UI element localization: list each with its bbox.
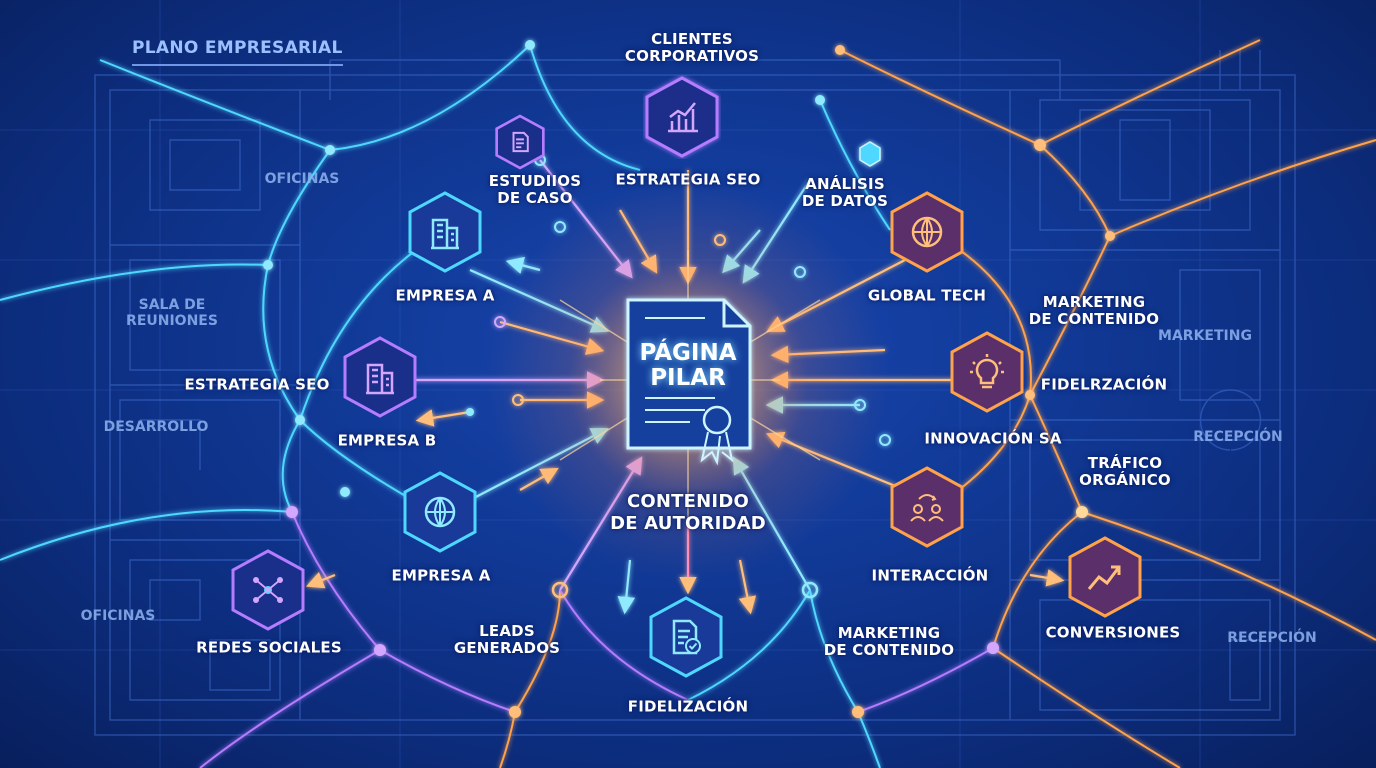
network-nodes (263, 40, 1115, 718)
lightbulb-icon (970, 354, 1004, 389)
hex-network (229, 548, 307, 632)
room-desarrollo: DESARROLLO (103, 419, 209, 435)
trend-up-icon (1087, 565, 1121, 590)
authority-content-label: CONTENIDO DE AUTORIDAD (610, 491, 766, 534)
checklist-icon (672, 619, 701, 655)
label-leads-generados: LEADS GENERADOS (453, 622, 561, 657)
room-oficinas-bottom: OFICINAS (80, 608, 156, 624)
hex-globe-orange (888, 190, 966, 274)
label-clientes-corporativos: CLIENTES CORPORATIVOS (624, 30, 760, 65)
label-redes-sociales: REDES SOCIALES (196, 638, 342, 657)
hex-building-2 (341, 335, 419, 419)
label-analisis-de-datos: ANÁLISIS DE DATOS (801, 175, 889, 210)
label-marketing-de-contenido-top: MARKETING DE CONTENIDO (1028, 293, 1160, 328)
web-lines (0, 39, 1376, 768)
room-oficinas-top: OFICINAS (264, 171, 340, 187)
building-icon (366, 363, 394, 395)
label-estrategia-seo-left: ESTRATEGIA SEO (184, 375, 330, 394)
label-estrategia-seo-top: ESTRATEGIA SEO (615, 170, 761, 189)
diagram-title: PLANO EMPRESARIAL (132, 38, 343, 66)
label-empresa-a-top: EMPRESA A (395, 286, 495, 305)
label-interaccion: INTERACCIÓN (871, 566, 989, 585)
hex-globe-blue (401, 470, 479, 554)
globe-icon (424, 496, 456, 528)
hex-chart (643, 75, 721, 159)
label-global-tech: GLOBAL TECH (867, 286, 987, 305)
label-innovacion-sa: INNOVACIÓN SA (924, 429, 1062, 448)
room-marketing: MARKETING (1158, 328, 1252, 344)
hex-people (888, 465, 966, 549)
network-icon (253, 577, 283, 603)
label-empresa-b: EMPRESA B (337, 431, 437, 450)
room-recepcion-bottom: RECEPCIÓN (1227, 630, 1317, 646)
label-trafico-organico: TRÁFICO ORGÁNICO (1079, 454, 1171, 489)
document-icon (512, 131, 529, 153)
hex-lightbulb (948, 330, 1026, 414)
label-empresa-a-bottom: EMPRESA A (391, 566, 491, 585)
hex-trend (1066, 535, 1144, 619)
label-conversiones: CONVERSIONES (1045, 623, 1181, 642)
label-fidelrzacion: FIDELRZACIÓN (1040, 375, 1168, 394)
label-marketing-de-contenido-bottom: MARKETING DE CONTENIDO (823, 624, 955, 659)
building-icon (431, 218, 459, 250)
bar-chart-icon (668, 102, 698, 133)
hex-building-1 (406, 190, 484, 274)
people-icon (910, 494, 944, 522)
hex-checklist (647, 595, 725, 679)
room-recepcion-top: RECEPCIÓN (1193, 429, 1283, 445)
label-fidelizacion: FIDELIZACIÓN (627, 697, 749, 716)
small-hex-node (859, 141, 881, 167)
globe-icon (911, 216, 943, 248)
room-sala-reuniones: SALA DE REUNIONES (126, 297, 218, 329)
pillar-page-label: PÁGINA PILAR (639, 340, 737, 391)
pillar-document (626, 298, 752, 466)
label-estudios-de-caso: ESTUDIIOS DE CASO (488, 172, 582, 207)
hex-document (494, 114, 546, 170)
